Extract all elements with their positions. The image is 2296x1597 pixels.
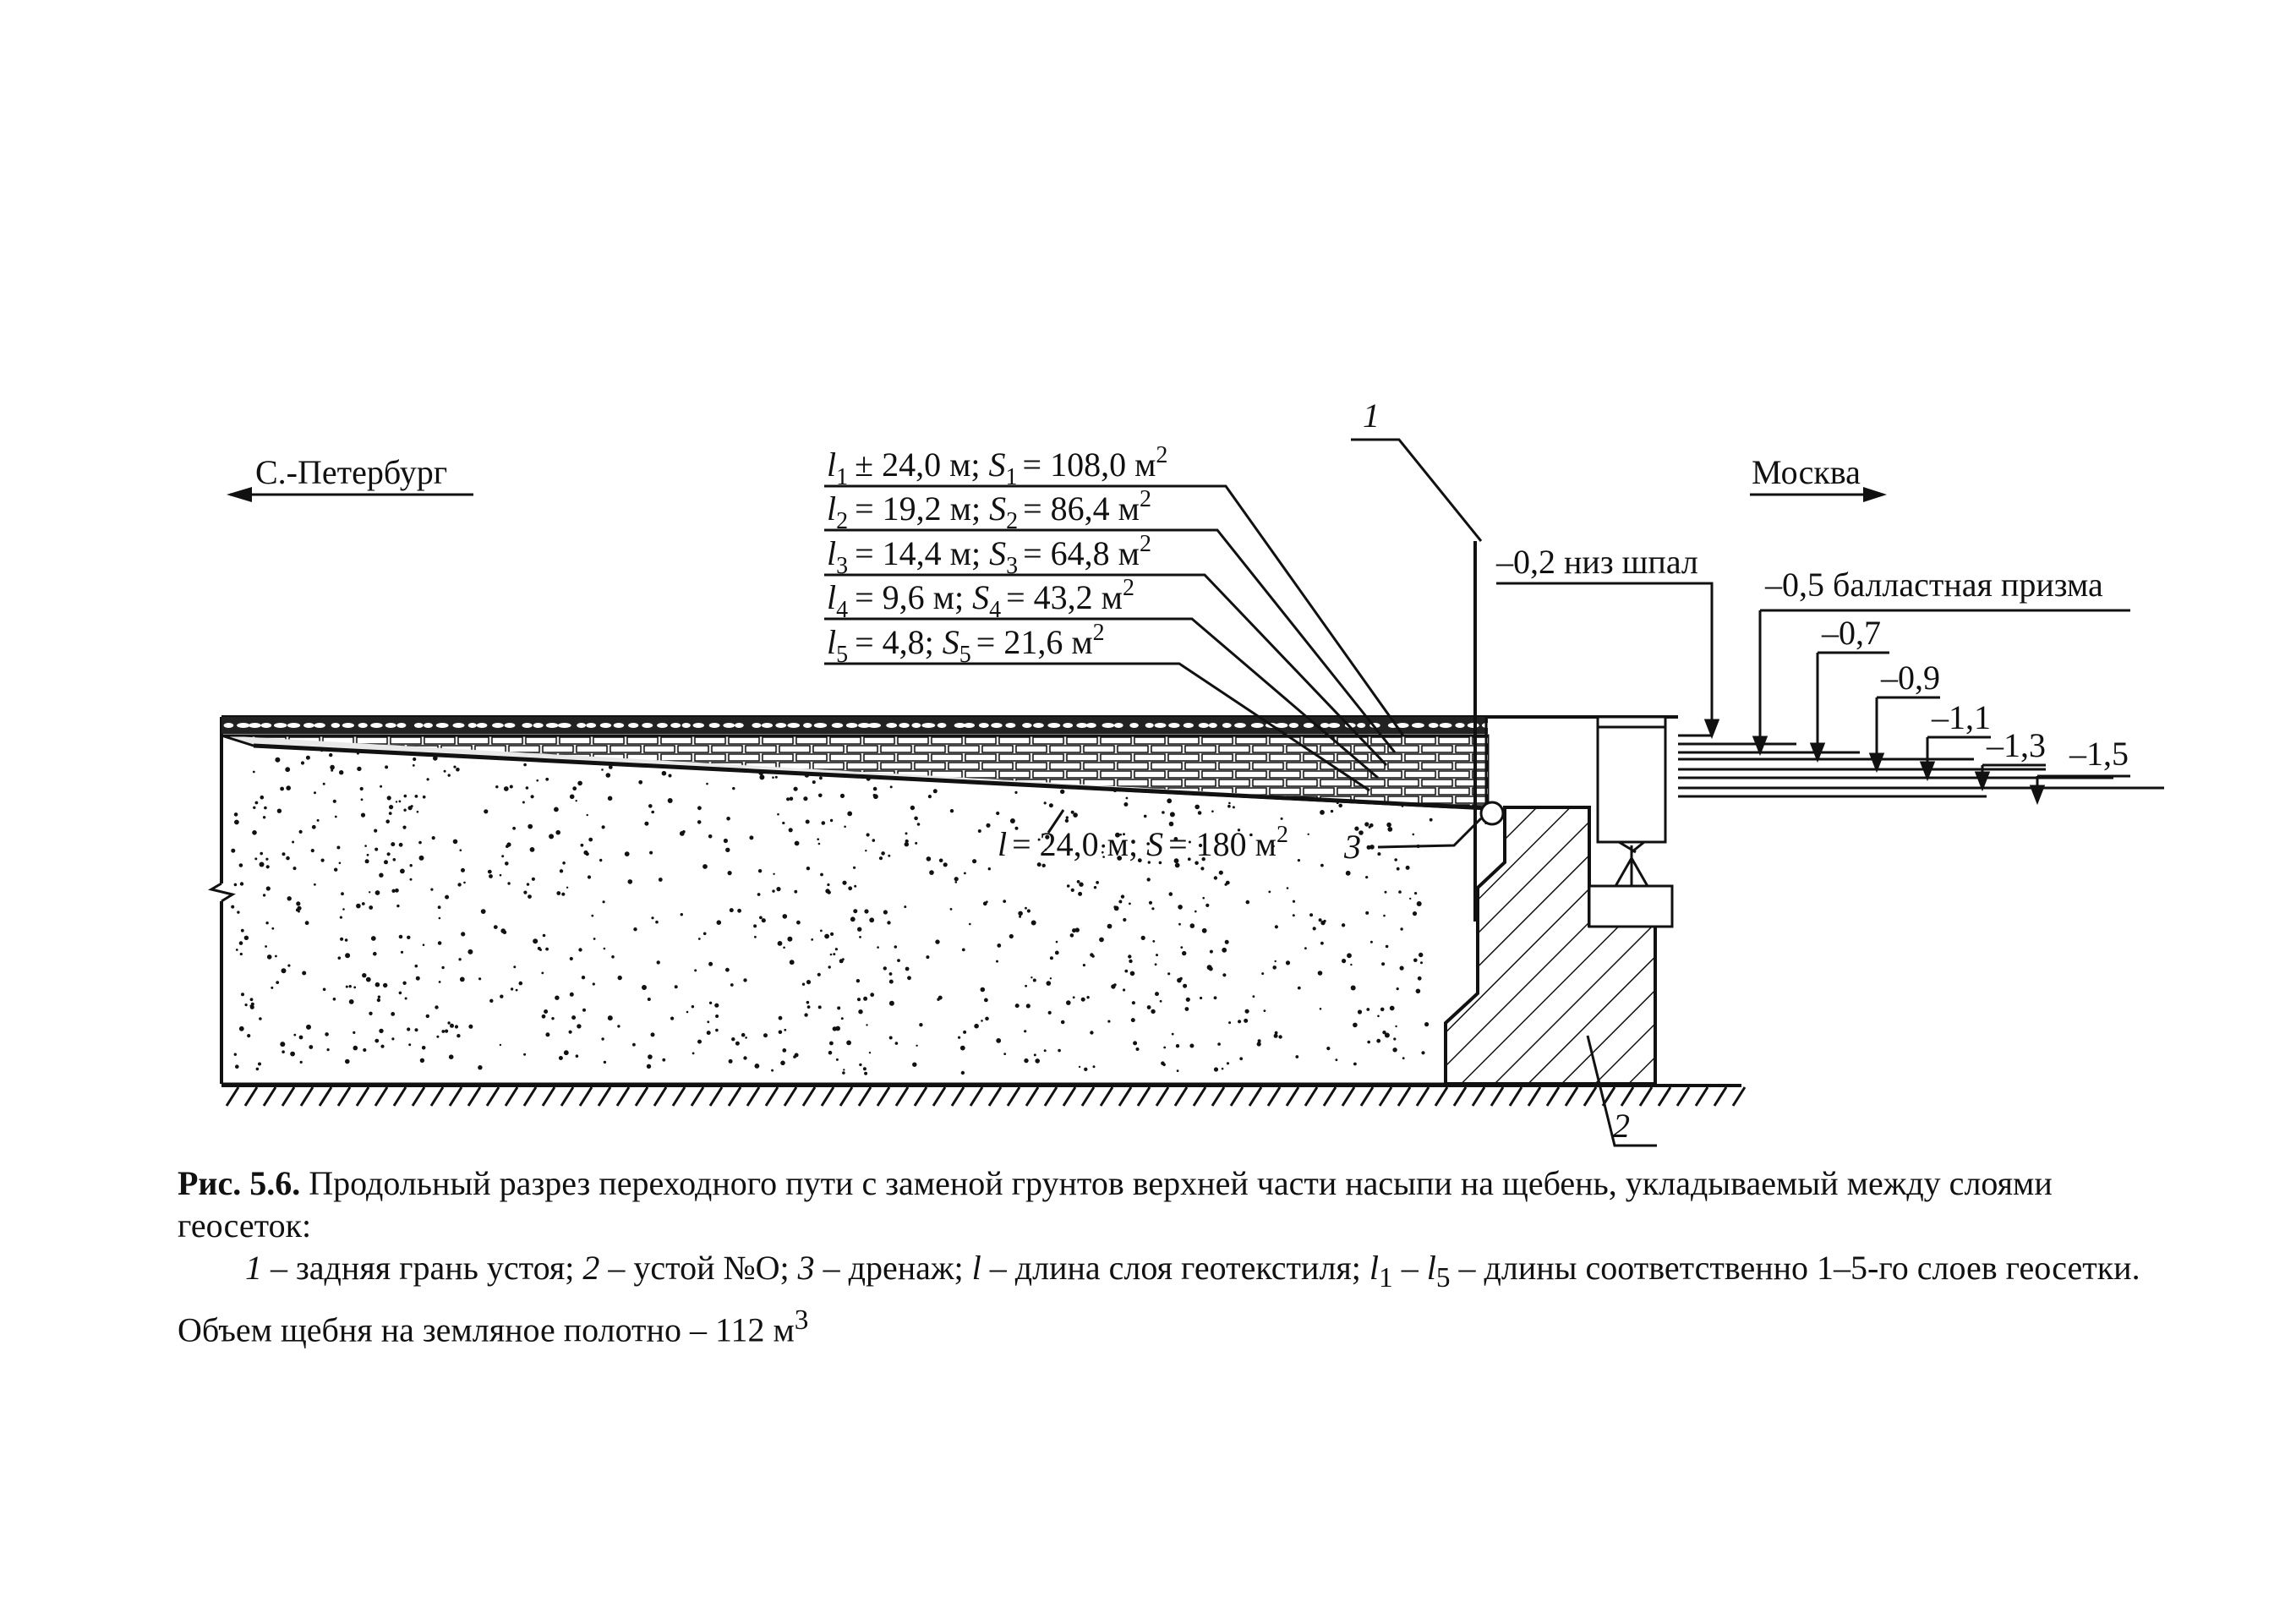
layer-label-1: l1± 24,0 м; S1= 108,0 м2 (827, 442, 1167, 490)
svg-text:l1± 24,0 м; S1= 108,0 м2: l1± 24,0 м; S1= 108,0 м2 (827, 442, 1167, 490)
direction-right: Москва (1750, 453, 1887, 502)
elevation-marks (1496, 582, 2164, 806)
caption-legend: 1 – задняя грань устоя; 2 – устой №О; 3 … (178, 1249, 2140, 1349)
elevation-labels: –0,2 низ шпал –0,5 балластная призма –0,… (1495, 543, 2129, 773)
crushed-stone-geogrid-wedge (221, 734, 1490, 811)
svg-text:l4= 9,6 м; S4= 43,2 м2: l4= 9,6 м; S4= 43,2 м2 (827, 575, 1134, 623)
direction-right-label: Москва (1752, 453, 1861, 491)
elevation-0-7: –0,7 (1821, 614, 1881, 652)
ground-line (221, 1084, 1747, 1107)
geogrid-leaders (824, 484, 1405, 834)
marker-3: 3 (1343, 828, 1361, 866)
marker-2: 2 (1613, 1107, 1630, 1145)
caption-title: Рис. 5.6. Продольный разрез переходного … (178, 1164, 2053, 1244)
layer-label-2: l2= 19,2 м; S2= 86,4 м2 (827, 486, 1151, 534)
abutment-back-face: 1 (1351, 397, 1488, 922)
direction-left: С.-Петербург (227, 453, 473, 502)
geogrid-layer-labels: l1± 24,0 м; S1= 108,0 м2 l2= 19,2 м; S2=… (827, 442, 1288, 863)
figure-caption: Рис. 5.6. Продольный разрез переходного … (178, 1162, 2164, 1351)
svg-text:l3= 14,4 м; S3= 64,8 м2: l3= 14,4 м; S3= 64,8 м2 (827, 531, 1151, 579)
abutment: 2 (1444, 806, 1657, 1147)
geotextile-label: l= 24,0 м; S= 180 м2 (998, 822, 1288, 863)
elevation-sleepers: –0,2 низ шпал (1495, 543, 1698, 581)
svg-text:l5= 4,8; S5= 21,6 м2: l5= 4,8; S5= 21,6 м2 (827, 620, 1105, 668)
direction-left-label: С.-Петербург (255, 453, 447, 491)
marker-1: 1 (1363, 397, 1380, 435)
layer-label-5: l5= 4,8; S5= 21,6 м2 (827, 620, 1105, 668)
drainage: 3 (1343, 801, 1505, 866)
elevation-0-9: –0,9 (1880, 659, 1940, 697)
elevation-1-5: –1,5 (2069, 735, 2129, 773)
elevation-ballast: –0,5 балластная призма (1764, 566, 2103, 604)
svg-text:l2= 19,2 м; S2= 86,4 м2: l2= 19,2 м; S2= 86,4 м2 (827, 486, 1151, 534)
elevation-1-3: –1,3 (1986, 726, 2046, 764)
elevation-1-1: –1,1 (1931, 698, 1991, 736)
layer-label-4: l4= 9,6 м; S4= 43,2 м2 (827, 575, 1134, 623)
bridge-span-end (1588, 715, 1674, 928)
layer-label-3: l3= 14,4 м; S3= 64,8 м2 (827, 531, 1151, 579)
svg-text:l= 24,0 м; S= 180 м2: l= 24,0 м; S= 180 м2 (998, 822, 1288, 863)
ballast-layer (221, 717, 1492, 734)
